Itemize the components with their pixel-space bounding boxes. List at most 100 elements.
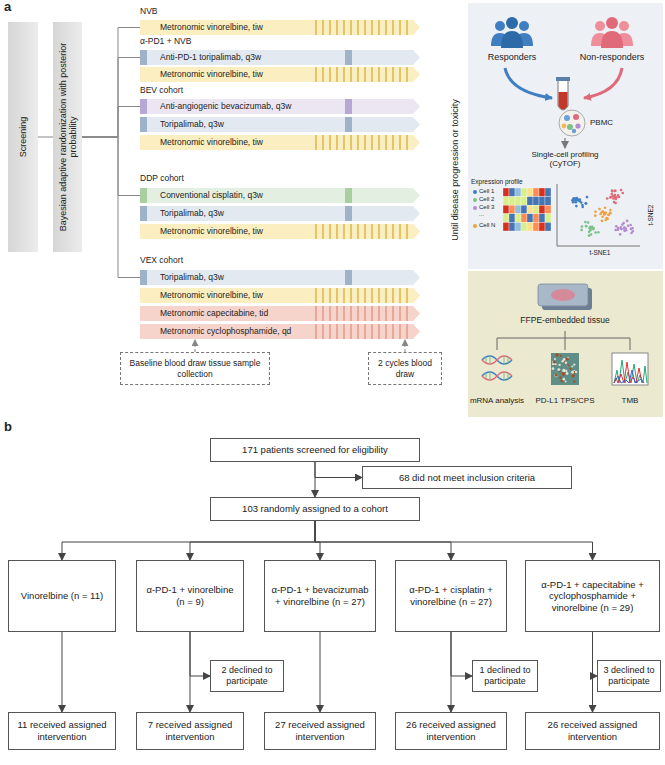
scatter-dot xyxy=(590,226,593,229)
scatter-dot xyxy=(594,214,597,217)
text-label: Single-cell profiling (CyTOF) xyxy=(526,150,604,168)
heatmap-cell xyxy=(539,188,545,197)
process-box: 2 declined to participate xyxy=(210,660,284,692)
dose-tab xyxy=(140,188,147,203)
scatter-dot xyxy=(611,189,614,192)
node-text: α-PD-1 + capecitabine + cyclophosphamide… xyxy=(531,579,654,614)
heatmap xyxy=(503,188,551,231)
stain-dot xyxy=(573,380,576,383)
regimen-bar: Metronomic vinorelbine, tiw xyxy=(140,135,420,150)
heatmap-cell xyxy=(515,214,521,223)
scatter-dot xyxy=(589,227,592,230)
scatter-dot xyxy=(613,195,616,198)
dose-tab xyxy=(345,270,352,285)
heatmap-cell xyxy=(521,222,527,231)
scatter-dot xyxy=(589,229,592,232)
connector xyxy=(82,107,140,138)
heatmap-cell xyxy=(521,214,527,223)
scatter-dot xyxy=(601,220,604,223)
stain-dot xyxy=(566,372,569,375)
stain-dot xyxy=(559,377,562,380)
heatmap-cell xyxy=(545,188,551,197)
text-label: Expression profile xyxy=(471,178,523,185)
stain-dot xyxy=(567,364,569,366)
stain-dot xyxy=(558,364,560,366)
heatmap-cell xyxy=(539,197,545,206)
dose-ticks xyxy=(315,224,410,239)
branch-line xyxy=(497,331,630,350)
stain-dot xyxy=(571,366,573,368)
node-text: Metronomic vinorelbine, tiw xyxy=(160,22,263,32)
scatter-dot xyxy=(585,202,588,205)
stain-dot xyxy=(565,380,567,382)
text-label: mRNA analysis xyxy=(464,396,530,405)
node-text: Screening xyxy=(18,28,28,246)
cell-dots xyxy=(473,190,477,228)
scatter-dot xyxy=(612,197,615,200)
scatter-dot xyxy=(607,213,610,216)
scatter-dot xyxy=(605,211,608,214)
heatmap-cell xyxy=(527,188,533,197)
process-box: 103 randomly assigned to a cohort xyxy=(210,497,420,521)
node-text: Baseline blood draw tissue sample collec… xyxy=(126,358,264,378)
text-label: Cell 1 xyxy=(479,188,494,195)
stain-dot xyxy=(554,374,558,378)
text-label: NVB xyxy=(140,7,157,17)
dose-tab xyxy=(140,117,147,132)
heatmap-cell xyxy=(515,197,521,206)
stain-dot xyxy=(555,363,557,365)
stain-dot xyxy=(565,370,567,372)
text-label: Responders xyxy=(472,52,552,62)
node-text: Toripalimab, q3w xyxy=(160,272,224,282)
scatter-dot xyxy=(590,233,593,236)
people-icon xyxy=(591,17,633,48)
scatter-dot xyxy=(604,206,607,209)
process-box: 68 did not meet inclusion criteria xyxy=(362,466,572,489)
scatter-dot xyxy=(579,198,582,201)
process-box: α-PD-1 + capecitabine + cyclophosphamide… xyxy=(525,560,660,632)
text-label: α-PD1 + NVB xyxy=(140,37,191,47)
scatter-dot xyxy=(598,208,601,211)
node-text: Toripalimab, q3w xyxy=(160,208,224,218)
sampling-box: 2 cycles blood draw xyxy=(368,352,442,385)
heatmap-cell xyxy=(503,197,509,206)
scatter-dot xyxy=(630,232,633,235)
node-text: 27 received assigned intervention xyxy=(270,719,370,742)
scatter-dot xyxy=(620,189,623,192)
scatter-dot xyxy=(586,196,589,199)
stain-dot xyxy=(569,368,571,370)
stain-dot xyxy=(565,362,567,364)
regimen-bar: Toripalimab, q3w xyxy=(140,206,420,221)
process-box: α-PD-1 + vinorelbine (n = 9) xyxy=(136,560,244,632)
process-box: α-PD-1 + cisplatin + vinorelbine (n = 27… xyxy=(395,560,507,632)
node-text: Metronomic vinorelbine, tiw xyxy=(160,290,263,300)
stain-dot xyxy=(553,361,556,364)
panel-letter: a xyxy=(4,0,11,15)
scatter-dot xyxy=(611,190,614,193)
text-label: DDP cohort xyxy=(140,174,184,184)
scatter-dot xyxy=(585,225,588,228)
connector xyxy=(62,632,63,712)
blood-tube xyxy=(556,77,570,110)
node-text: α-PD-1 + cisplatin + vinorelbine (n = 27… xyxy=(401,584,501,607)
heatmap-cell xyxy=(545,222,551,231)
connector xyxy=(82,137,140,196)
stain-dot xyxy=(573,363,575,365)
sampling-box: Baseline blood draw tissue sample collec… xyxy=(120,352,270,385)
node-text: Anti-angiogenic bevacizumab, q3w xyxy=(160,101,291,111)
node-text: 1 declined to participate xyxy=(478,665,532,687)
dose-tab xyxy=(140,50,147,65)
panel-ground xyxy=(468,271,663,417)
node-text: Metronomic capecitabine, tid xyxy=(160,308,268,318)
scatter-dot xyxy=(617,227,620,230)
scatter-dot xyxy=(614,194,617,197)
stain-dot xyxy=(555,374,558,377)
scatter-dot xyxy=(614,190,617,193)
heatmap-cell xyxy=(503,214,509,223)
dose-tab xyxy=(345,50,352,65)
node-text: α-PD-1 + vinorelbine (n = 9) xyxy=(142,584,238,607)
node-text: 7 received assigned intervention xyxy=(142,719,238,742)
heatmap-cell xyxy=(545,197,551,206)
scatter-dot xyxy=(584,202,587,205)
connector xyxy=(38,137,53,138)
